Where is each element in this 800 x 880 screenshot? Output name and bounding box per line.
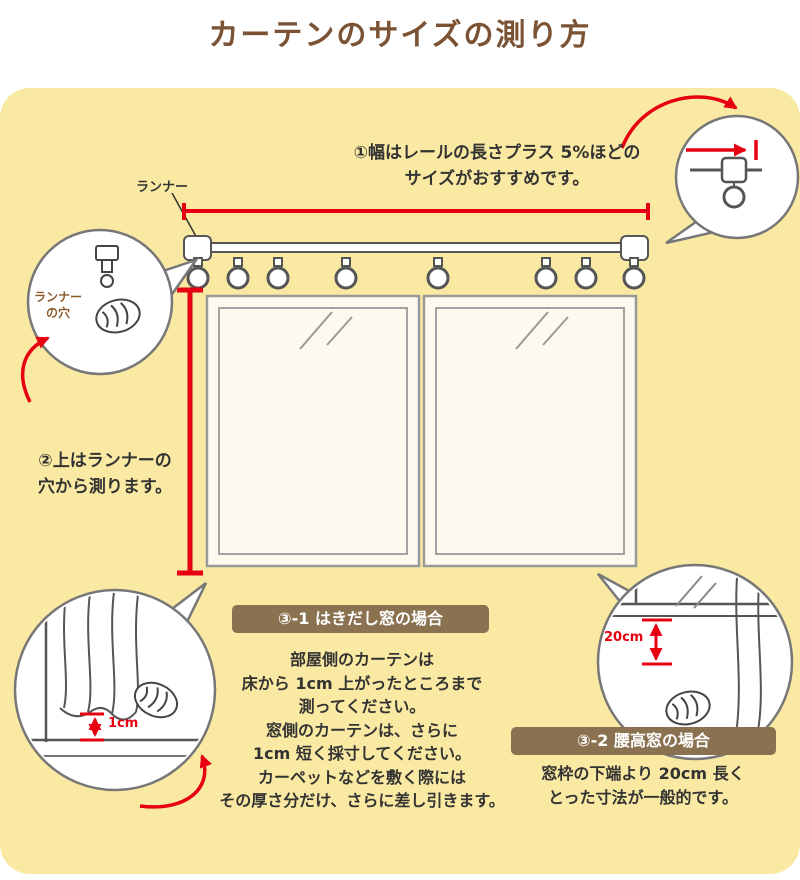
callout-waist-window (596, 563, 794, 761)
callout-runner-hole (21, 228, 200, 403)
twenty-cm-measure-mark (642, 618, 672, 666)
step2-note: ②上はランナーの 穴から測ります。 (37, 451, 173, 498)
runner-hole-zoom (95, 245, 119, 288)
height-measure-line (177, 287, 203, 576)
window (205, 294, 638, 568)
hand-icon (665, 690, 711, 726)
case1-header: ③-1 はきだし窓の場合 (232, 605, 489, 633)
measure-1cm-label: 1cm (108, 716, 139, 731)
case2-header: ③-2 腰高窓の場合 (511, 727, 776, 755)
glass-shine-lines (675, 575, 717, 609)
runner-body-zoom (720, 156, 748, 184)
rail-end-measure-mark (686, 140, 758, 160)
one-cm-measure-mark (80, 712, 104, 742)
curved-arrow-to-rail-end (620, 95, 738, 149)
hand-icon (133, 681, 179, 719)
curved-arrow-to-floor-gap (139, 754, 212, 809)
callout-rail-end (620, 95, 800, 245)
glass-shine-lines (299, 311, 569, 350)
curved-arrow-to-runner-hole (21, 336, 50, 403)
width-measure-line (182, 203, 650, 220)
runner-hole-label: ランナー の穴 (33, 290, 82, 320)
hand-icon (95, 298, 141, 334)
window-pane-left (205, 294, 421, 568)
step1-note: ①幅はレールの長さプラス 5%ほどの サイズがおすすめです。 (353, 143, 641, 190)
case1-body: 部屋側のカーテンは 床から 1cm 上がったところまで 測ってください。 窓側の… (219, 650, 505, 811)
page-title: カーテンのサイズの測り方 (208, 18, 592, 53)
measure-20cm-label: 20cm (604, 630, 644, 645)
rail-end-cap-left (183, 235, 212, 261)
runner-rings (186, 257, 646, 290)
window-pane-right (422, 294, 638, 568)
case2-body: 窓枠の下端より 20cm 長く とった寸法が一般的です。 (541, 764, 745, 807)
curtain-rail (183, 235, 649, 261)
runner-ring-zoom (722, 185, 746, 209)
runner-label: ランナー (136, 180, 189, 195)
rail-end-cap-right (620, 235, 649, 261)
callout-floor-clearance (13, 582, 217, 809)
floor-lines (22, 738, 208, 757)
